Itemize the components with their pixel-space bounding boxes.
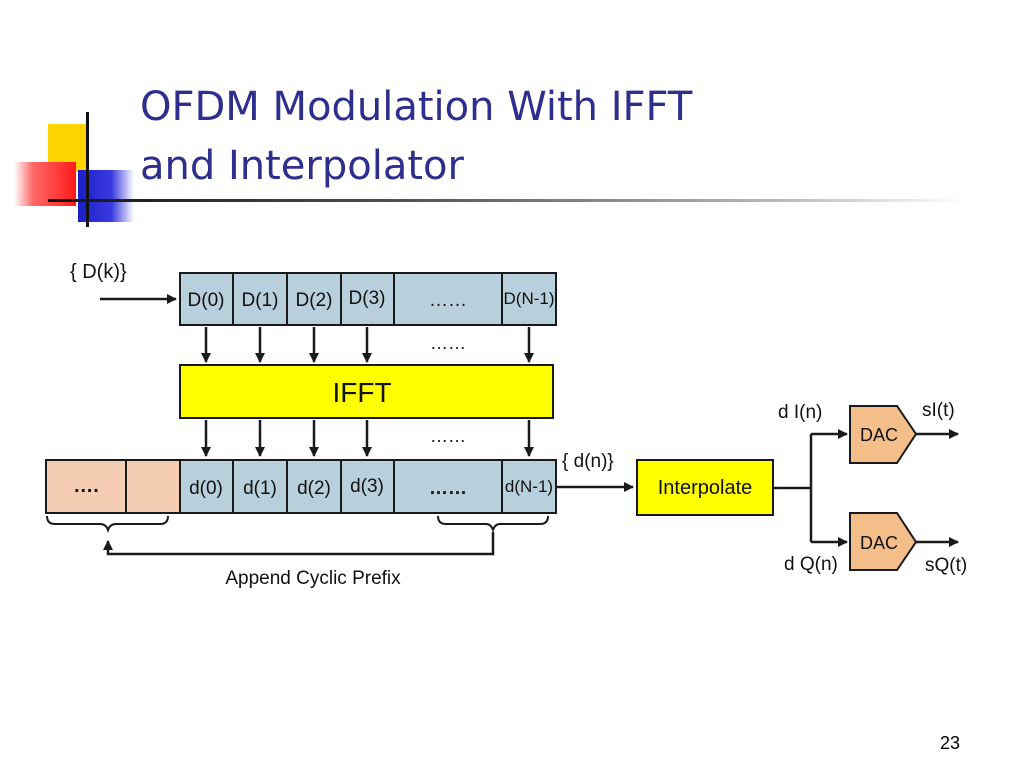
time-cell [286, 459, 342, 514]
slide-title-line-1: OFDM Modulation With IFFT [140, 84, 693, 130]
freq-cell-label: D(N-1) [504, 289, 555, 308]
dac-q-label: DAC [860, 533, 898, 553]
freq-cell-label: D(0) [188, 290, 225, 311]
freq-cell [340, 272, 395, 326]
deco-vertical-line [86, 112, 89, 227]
prefix-brace [46, 515, 169, 534]
tail-brace [437, 515, 549, 534]
sI-label: sI(t) [922, 400, 955, 421]
dac-i-label: DAC [860, 425, 898, 445]
cyclic-prefix-arrow [103, 532, 495, 556]
time-cell-label: …… [429, 478, 467, 499]
output-label: { d(n)} [562, 451, 614, 472]
deco-red-square [14, 162, 76, 206]
dac-i-block [849, 405, 918, 464]
dQ-label: d Q(n) [784, 554, 838, 575]
freq-cell-label: D(2) [296, 290, 333, 311]
time-cell-label: d(0) [189, 478, 223, 499]
cyclic-prefix-path [103, 532, 495, 556]
ifft-label: IFFT [332, 377, 391, 408]
freq-cell-label: …… [429, 290, 467, 311]
dac-q-block [849, 512, 918, 571]
iq-split-lines [773, 434, 813, 542]
ellipsis-mid: …… [430, 426, 466, 446]
page-number: 23 [939, 733, 961, 753]
prefix-cell [125, 459, 181, 514]
time-cell-label: d(N-1) [505, 477, 553, 496]
slide-title-line-2: and Interpolator [140, 143, 464, 189]
deco-horizontal-line [48, 199, 968, 202]
dI-label: d I(n) [778, 402, 822, 423]
input-label: { D(k)} [70, 261, 127, 283]
interpolate-label: Interpolate [658, 477, 753, 499]
freq-cell [393, 272, 503, 326]
sQ-label: sQ(t) [925, 555, 967, 576]
freq-cell-label: D(1) [242, 290, 279, 311]
time-cell-label: d(1) [243, 478, 277, 499]
cyclic-prefix-label: Append Cyclic Prefix [225, 568, 401, 589]
ifft-block [179, 364, 554, 419]
time-cell [501, 459, 557, 514]
freq-cell [501, 272, 557, 326]
ellipsis-top: …… [430, 333, 466, 353]
prefix-register: …. [45, 459, 181, 514]
time-cell [232, 459, 288, 514]
freq-cell-label: D(3) [349, 288, 386, 309]
time-cell-label: d(2) [297, 478, 331, 499]
prefix-cell-label: …. [73, 475, 99, 497]
prefix-cell [45, 459, 127, 514]
freq-register: D(0) D(1) D(2) D(3) …… D(N-1) [179, 272, 557, 326]
time-cell [393, 459, 503, 514]
time-cell-label: d(3) [350, 476, 384, 497]
ifft-output-arrows [201, 420, 534, 457]
ifft-input-arrows [201, 327, 534, 363]
time-register: d(0) d(1) d(2) d(3) …… d(N-1) [179, 459, 557, 514]
